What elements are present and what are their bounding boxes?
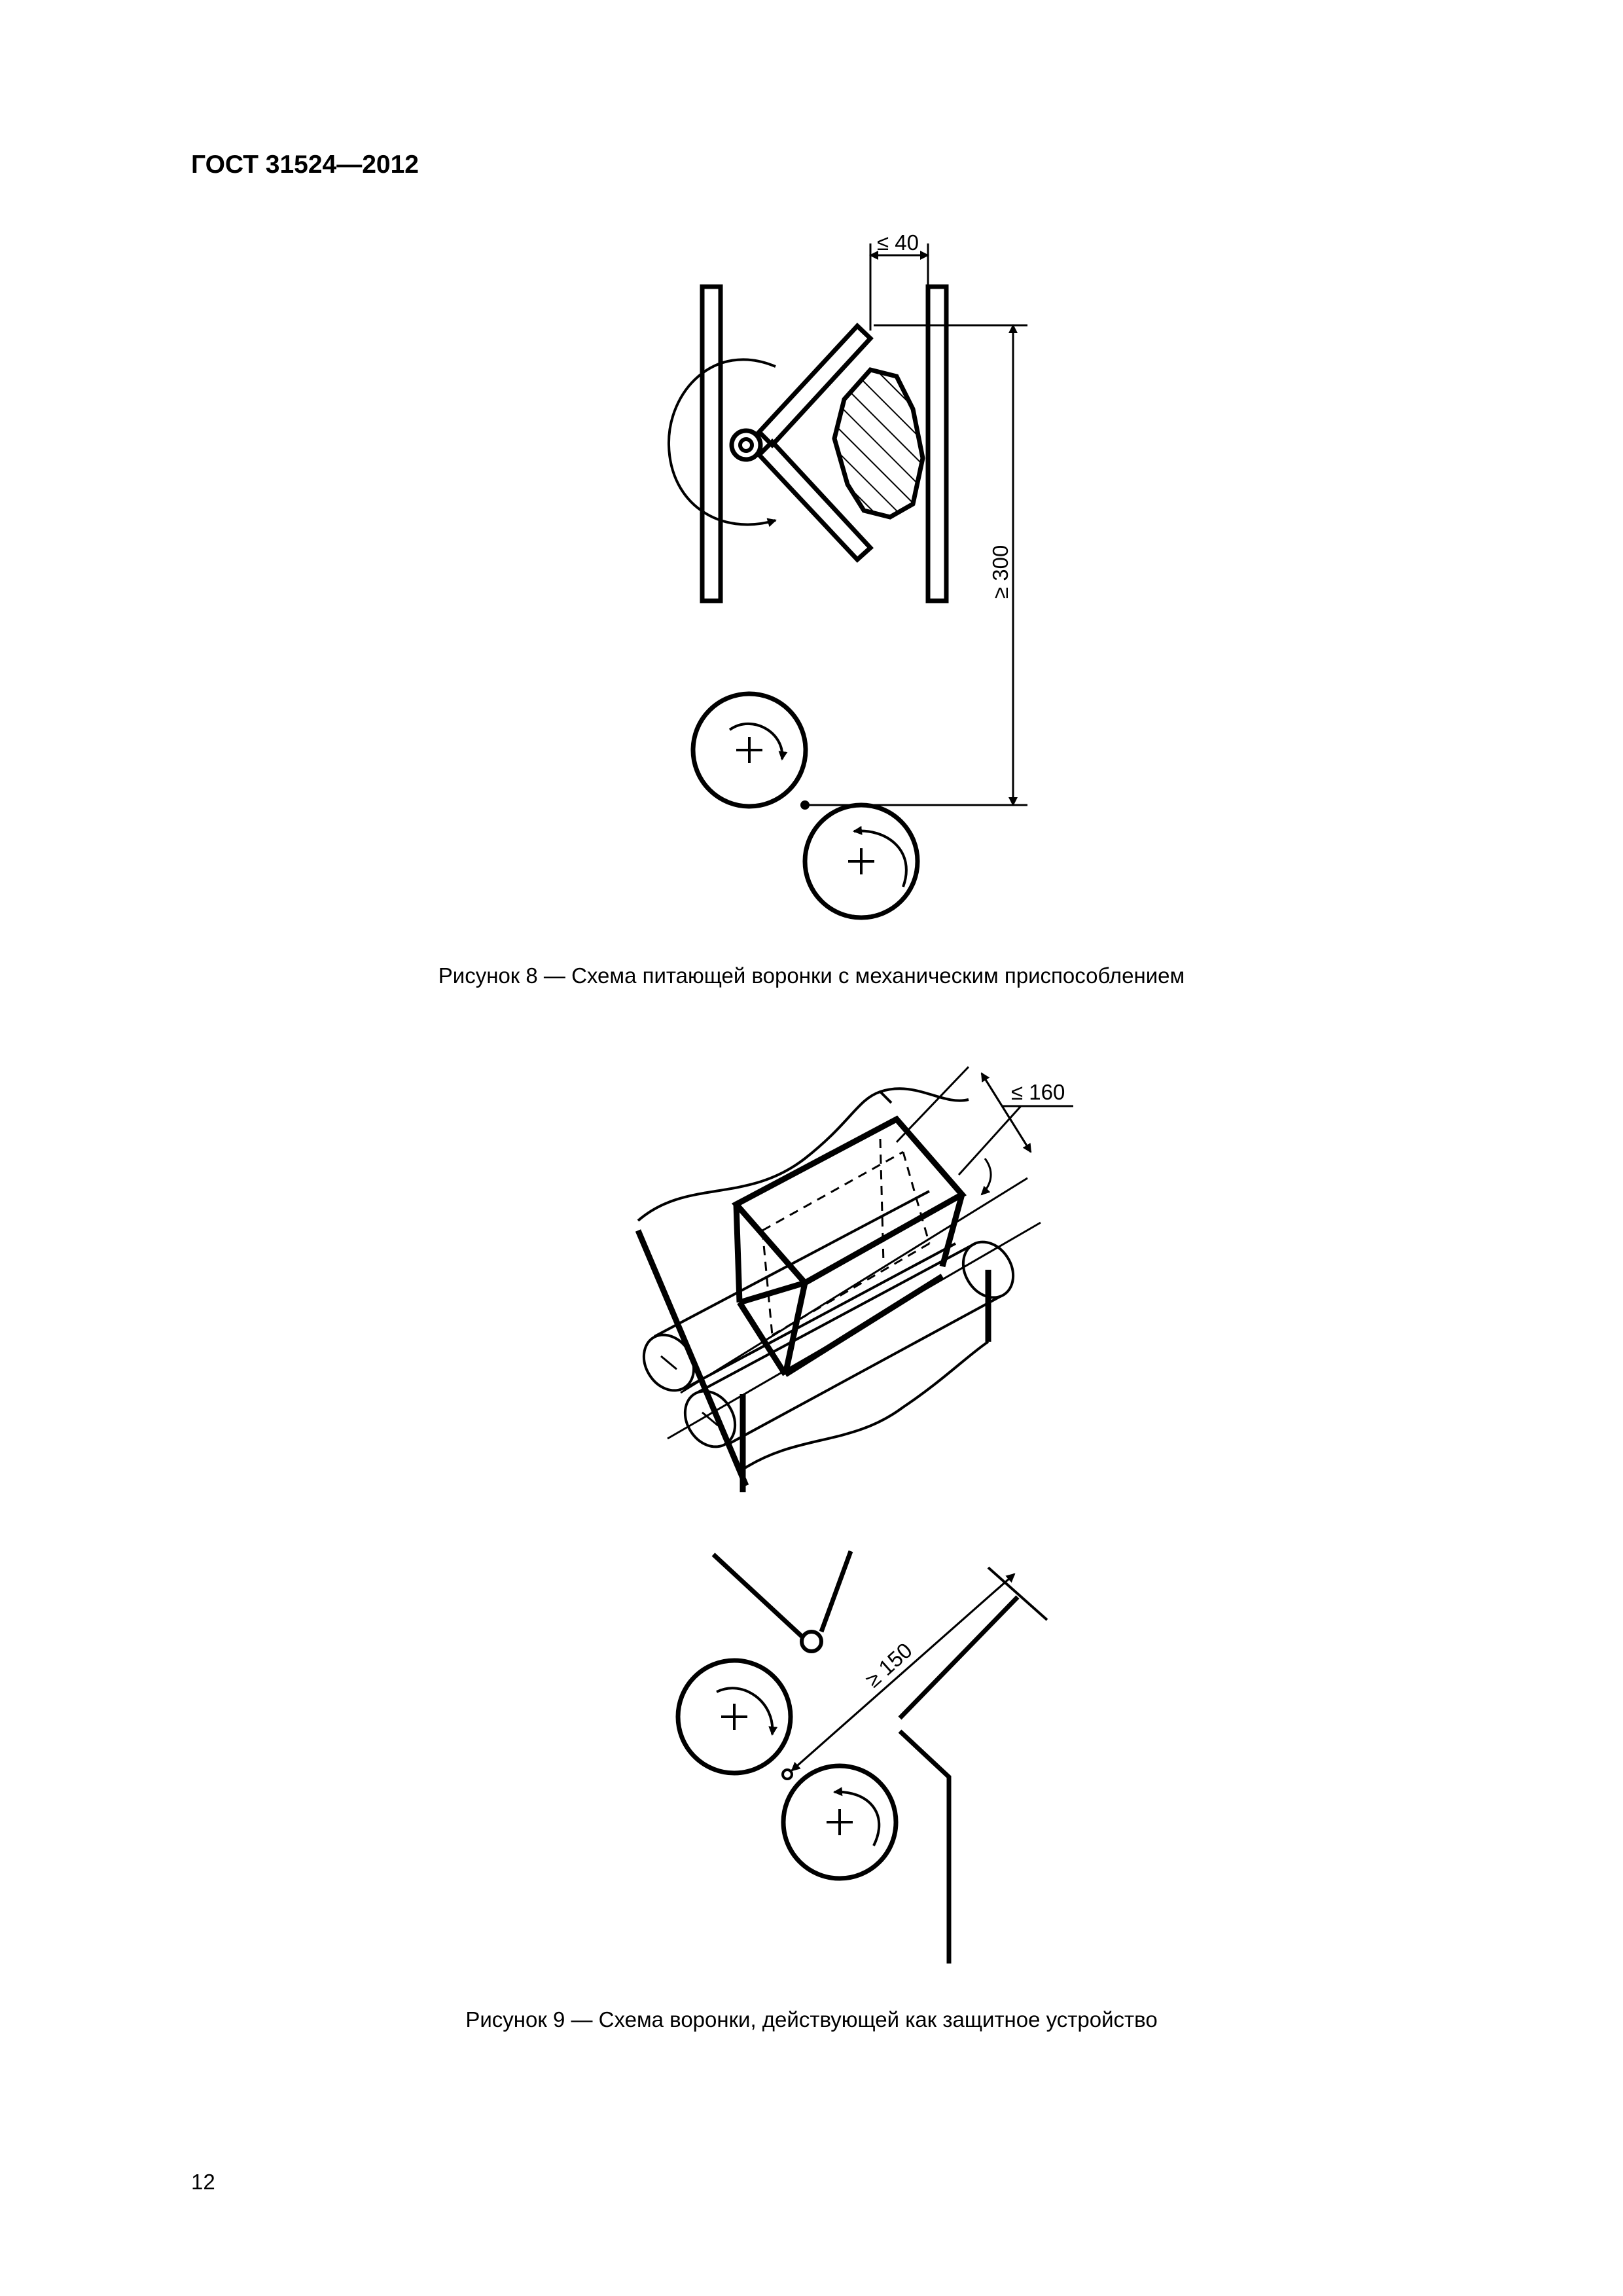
document-header: ГОСТ 31524—2012 [191,151,419,179]
guard-upper [898,1595,1020,1720]
hopper-hidden-edges [761,1138,931,1336]
page-number: 12 [191,2170,215,2194]
roll-9-upper [675,1658,793,1776]
guard-plate [898,1729,952,1964]
scraper-left-arm [711,1552,804,1638]
roll-upper-arrow [728,722,788,761]
lower-flap [756,438,874,563]
upper-flap [756,323,874,449]
figure-9-caption: Рисунок 9 — Схема воронки, действующей к… [465,2007,1158,2032]
roll-upper [690,691,808,809]
dim-width-label: ≤ 160 [1011,1080,1065,1104]
dim-gap-label: ≤ 40 [877,230,919,255]
right-wall [925,284,949,603]
figure-8-diagram: ≤ 40 ≥ 300 [667,230,1027,920]
housing-break-lower [741,1340,990,1471]
roller-lower [683,1240,1015,1448]
roll-9-lower [781,1763,899,1881]
rotation-arrow [667,358,777,528]
figure-9-diagram: ≤ 160 ≥ 150 [635,1066,1073,1964]
pivot-inner [738,437,754,453]
figure-8-caption: Рисунок 8 — Схема питающей воронки с мех… [438,963,1185,988]
material-lump [832,367,925,520]
scraper-pivot [800,1630,823,1653]
left-wall [700,284,723,603]
dim-height-label: ≥ 300 [988,545,1012,599]
roll-lower-arrow [853,825,908,888]
scraper-right-arm [819,1550,853,1633]
roll-lower [802,802,920,920]
pivot-outer [729,428,763,462]
hopper [731,1115,967,1377]
housing-break-upper [637,1087,969,1222]
